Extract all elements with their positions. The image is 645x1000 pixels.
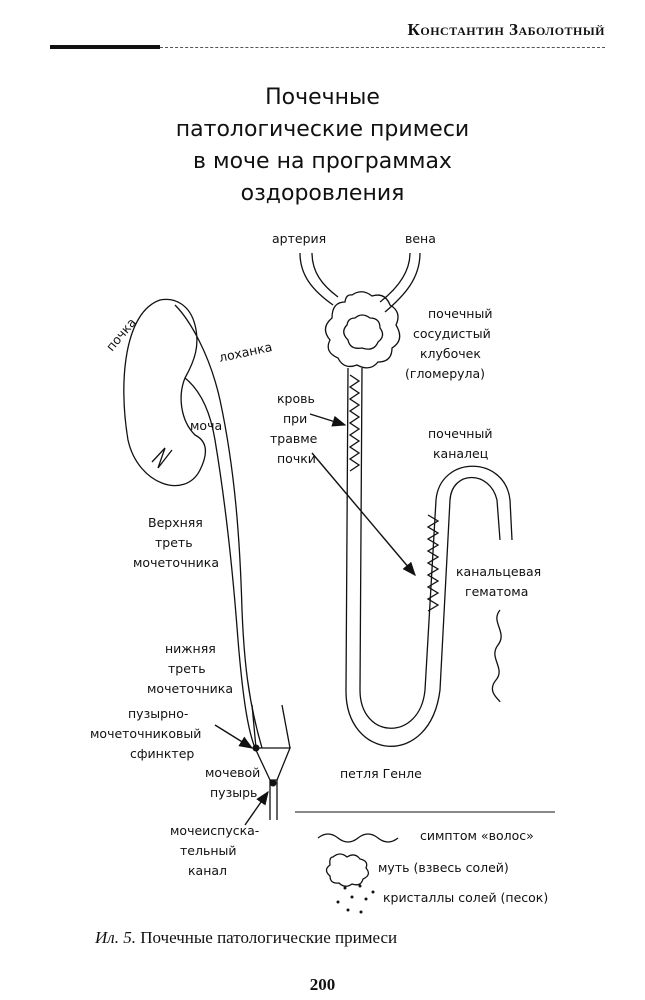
svg-text:треть: треть — [155, 535, 193, 550]
svg-text:кровь: кровь — [277, 391, 315, 406]
svg-text:Верхняя: Верхняя — [148, 515, 203, 530]
svg-text:мочеточниковый: мочеточниковый — [90, 726, 201, 741]
sphincter-right-wall — [281, 704, 291, 749]
kidney-break-mark — [151, 447, 173, 469]
svg-text:клубочек: клубочек — [420, 346, 481, 361]
svg-text:почки: почки — [277, 451, 316, 466]
svg-text:мочевой: мочевой — [205, 765, 260, 780]
cloud-icon — [325, 853, 370, 887]
ureter-right-wall — [174, 304, 263, 749]
label-urine: моча — [190, 418, 222, 433]
label-pelvis: лоханка — [218, 339, 274, 365]
label-ureter-upper: Верхняя треть мочеточника — [133, 515, 219, 570]
legend-item-hair: симптом «волос» — [420, 828, 534, 843]
label-ureter-lower: нижняя треть мочеточника — [147, 641, 233, 696]
label-urethra: мочеиспуска- тельный канал — [170, 823, 259, 878]
svg-text:мочеточника: мочеточника — [133, 555, 219, 570]
ureter-left-wall — [184, 377, 256, 749]
artery-vessel — [299, 252, 339, 306]
legend-item-turbidity: муть (взвесь солей) — [378, 860, 509, 875]
vein-vessel — [379, 252, 421, 313]
svg-text:сфинктер: сфинктер — [130, 746, 194, 761]
svg-text:гематома: гематома — [465, 584, 528, 599]
urethra-dot — [269, 779, 277, 787]
label-henle-loop: петля Генле — [340, 766, 422, 781]
svg-text:(гломерула): (гломерула) — [405, 366, 485, 381]
header-rule-thick — [50, 45, 160, 49]
caption-text: Почечные патологические примеси — [140, 928, 398, 947]
label-bladder: мочевой пузырь — [205, 765, 260, 800]
label-artery: артерия — [272, 231, 326, 246]
svg-text:мочеточника: мочеточника — [147, 681, 233, 696]
legend-item-crystals: кристаллы солей (песок) — [383, 890, 548, 905]
svg-text:при: при — [283, 411, 307, 426]
label-blood-trauma: кровь при травме почки — [270, 391, 318, 466]
arrow-sphincter — [214, 724, 254, 749]
kidney-outline — [123, 298, 207, 487]
svg-text:мочеиспуска-: мочеиспуска- — [170, 823, 259, 838]
label-glomerulus: почечный сосудистый клубочек (гломерула) — [405, 306, 492, 381]
svg-text:почечный: почечный — [428, 306, 492, 321]
label-hematoma: канальцевая гематома — [456, 564, 541, 599]
hair-symptom-sample — [491, 609, 502, 703]
svg-text:почечный: почечный — [428, 426, 492, 441]
svg-text:канал: канал — [188, 863, 227, 878]
zigzag-hematoma — [426, 514, 440, 612]
sphincter-dot — [252, 744, 260, 752]
label-kidney: почка — [103, 315, 139, 354]
sphincter-left-wall — [251, 704, 257, 749]
arrow-blood — [309, 413, 347, 427]
caption-number: Ил. 5. — [95, 928, 136, 947]
page-number: 200 — [309, 975, 336, 994]
arrow-urethra — [244, 790, 269, 826]
svg-text:травме: травме — [270, 431, 318, 446]
label-tubule: почечный каналец — [428, 426, 492, 461]
svg-text:тельный: тельный — [180, 843, 237, 858]
label-vein: вена — [405, 231, 436, 246]
diagram-title: Почечные патологические примеси в моче н… — [175, 85, 470, 206]
svg-text:пузырно-: пузырно- — [128, 706, 188, 721]
running-header: Константин Заболотный — [407, 20, 605, 39]
nephron-tubule — [345, 367, 513, 747]
dots-icon — [336, 884, 375, 914]
arrow-hematoma — [311, 452, 416, 577]
wave-icon — [317, 833, 399, 843]
label-sphincter: пузырно- мочеточниковый сфинктер — [90, 706, 201, 761]
zigzag-blood-channel — [348, 374, 361, 472]
svg-text:каналец: каналец — [433, 446, 488, 461]
svg-text:сосудистый: сосудистый — [413, 326, 491, 341]
svg-text:нижняя: нижняя — [165, 641, 216, 656]
glomerulus-inner — [343, 314, 384, 350]
figure-caption: Ил. 5. Почечные патологические примеси — [95, 928, 397, 948]
header-rule-thin — [160, 47, 605, 48]
svg-text:пузырь: пузырь — [210, 785, 257, 800]
glomerulus-outer — [324, 291, 401, 369]
legend: симптом «волос» муть (взвесь солей) крис… — [295, 811, 555, 914]
svg-text:треть: треть — [168, 661, 206, 676]
svg-text:канальцевая: канальцевая — [456, 564, 541, 579]
